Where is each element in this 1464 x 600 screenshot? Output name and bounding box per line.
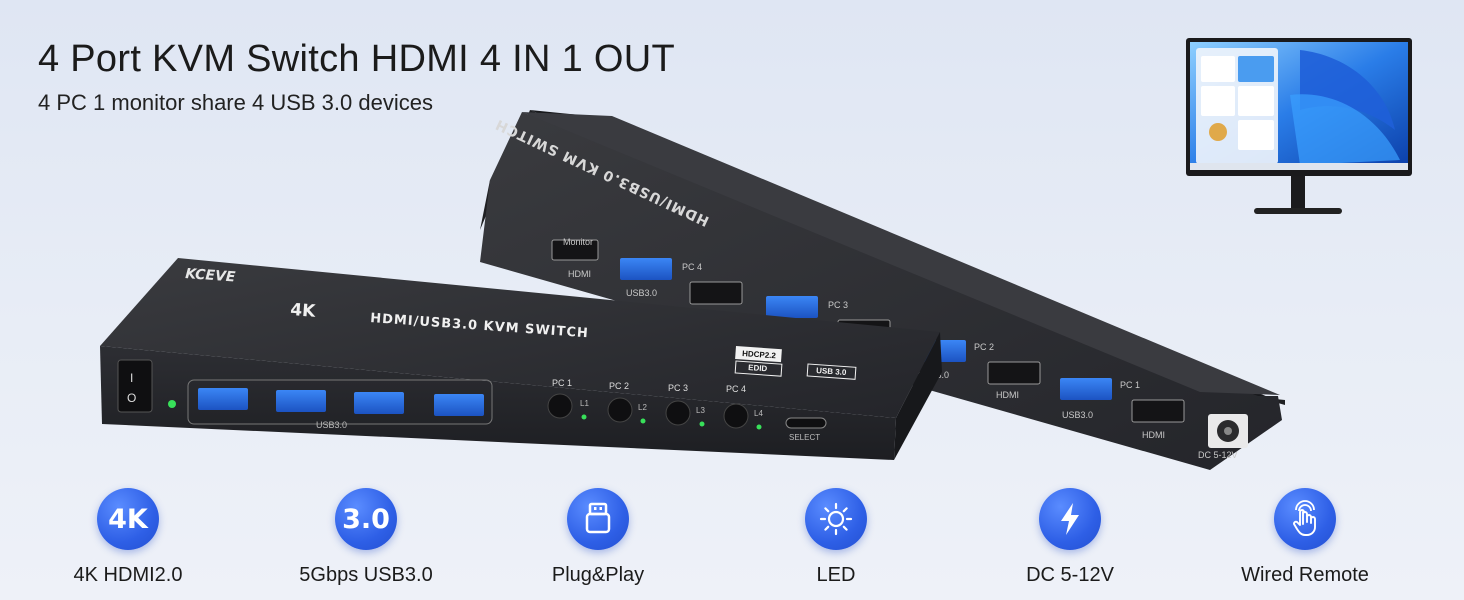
pc4-label: PC 4 (682, 262, 702, 272)
4k-badge-icon: 4K (97, 488, 159, 550)
front-brand-logo: KCEVE (185, 266, 237, 285)
led1-label: L1 (580, 399, 589, 408)
pc2-label: PC 2 (974, 342, 994, 352)
led4-indicator (756, 424, 762, 430)
touch-finger-icon (1274, 488, 1336, 550)
feature-led: LED (736, 488, 936, 587)
feature-4k: 4K 4K HDMI2.0 (28, 488, 228, 587)
pc3-button (665, 400, 691, 426)
monitor-stand-base (1254, 208, 1342, 214)
page-title: 4 Port KVM Switch HDMI 4 IN 1 OUT (38, 38, 676, 80)
feature-usb3: 3.0 5Gbps USB3.0 (266, 488, 466, 587)
front-usb-port-4 (434, 394, 484, 416)
page-subtitle: 4 PC 1 monitor share 4 USB 3.0 devices (38, 90, 433, 115)
pc1-button-label: PC 1 (552, 378, 572, 388)
feature-label: Wired Remote (1241, 564, 1369, 586)
pc1-label: PC 1 (1120, 380, 1140, 390)
usb-plug-icon (567, 488, 629, 550)
edid-badge-text: EDID (748, 363, 768, 373)
front-usb-label: USB3.0 (316, 420, 347, 430)
select-label: SELECT (789, 433, 820, 442)
monitor-stand-neck (1291, 176, 1305, 210)
power-switch (117, 359, 153, 413)
monitor-label: Monitor (563, 237, 593, 247)
pc3-label: PC 3 (828, 300, 848, 310)
feature-label: DC 5-12V (1026, 564, 1114, 586)
pc1-usb-label: USB3.0 (1062, 410, 1093, 420)
led2-indicator (640, 418, 646, 424)
feature-plug-play: Plug&Play (498, 488, 698, 587)
pc1-button (547, 393, 573, 419)
pc2-button-label: PC 2 (609, 381, 629, 391)
svg-text:O: O (127, 391, 136, 405)
pc2-hdmi-port (987, 361, 1041, 385)
feature-wired-remote: Wired Remote (1205, 488, 1405, 587)
led2-label: L2 (638, 403, 647, 412)
usb-port-group (187, 379, 493, 425)
pc-select-buttons: PC 1 L1 PC 2 L2 PC 3 L3 PC 4 L4 (547, 378, 763, 430)
lightning-icon (1039, 488, 1101, 550)
pc4-button-label: PC 4 (726, 384, 746, 394)
pc3-usb-port (766, 296, 818, 318)
feature-dc-power: DC 5-12V (970, 488, 1170, 587)
hdcp-badge (735, 346, 782, 363)
front-4k-badge: 4K (290, 300, 317, 322)
front-usb-port-3 (354, 392, 404, 414)
usb30-badge (806, 363, 857, 380)
feature-label: 4K HDMI2.0 (73, 564, 183, 586)
back-face-ports: Monitor HDMI PC 4 USB3.0 PC 3 USB3.0 HDM… (539, 237, 1248, 460)
pc1-hdmi-port (1131, 399, 1185, 423)
power-led (168, 400, 176, 408)
led4-label: L4 (754, 409, 763, 418)
front-unit-face (100, 346, 896, 460)
front-unit-top (100, 258, 940, 418)
pc4-usb-label: USB3.0 (626, 288, 657, 298)
usb30-badge-text: USB 3.0 (816, 366, 847, 377)
product-scene: HDMI/USB3.0 KVM SWITCH Monitor HDMI PC 4… (100, 38, 1412, 470)
dc-power-label: DC 5-12V (1198, 450, 1238, 460)
select-port (785, 417, 827, 429)
pc3-button-label: PC 3 (668, 383, 688, 393)
led3-label: L3 (696, 406, 705, 415)
feature-label: 5Gbps USB3.0 (299, 564, 433, 586)
pc2-hdmi-label: HDMI (996, 390, 1019, 400)
edid-badge (734, 360, 783, 377)
pc1-hdmi-label: HDMI (1142, 430, 1165, 440)
led1-indicator (581, 414, 587, 420)
led3-indicator (699, 421, 705, 427)
kvm-switch-front-unit: KCEVE 4K HDMI/USB3.0 KVM SWITCH HDCP2.2 … (100, 258, 942, 460)
usb3-badge-icon: 3.0 (335, 488, 397, 550)
sun-led-icon (805, 488, 867, 550)
pc4-usb-port (620, 258, 672, 280)
pc2-button (607, 397, 633, 423)
front-usb-port-2 (276, 390, 326, 412)
svg-text:I: I (130, 371, 133, 385)
pc4-button (723, 403, 749, 429)
feature-label: Plug&Play (551, 564, 645, 586)
monitor-illustration (1186, 38, 1412, 214)
feature-label: LED (816, 564, 856, 586)
kvm-switch-back-unit: HDMI/USB3.0 KVM SWITCH Monitor HDMI PC 4… (480, 110, 1285, 470)
feature-list: 4K 4K HDMI2.0 3.0 5Gbps USB3.0 Plug&Play (0, 488, 1464, 588)
monitor-hdmi-port (551, 239, 599, 261)
hdcp-badge-text: HDCP2.2 (742, 349, 777, 360)
pc4-hdmi-port (689, 281, 743, 305)
monitor-hdmi-label: HDMI (568, 269, 591, 279)
front-usb-port-1 (198, 388, 248, 410)
pc1-usb-port (1060, 378, 1112, 400)
